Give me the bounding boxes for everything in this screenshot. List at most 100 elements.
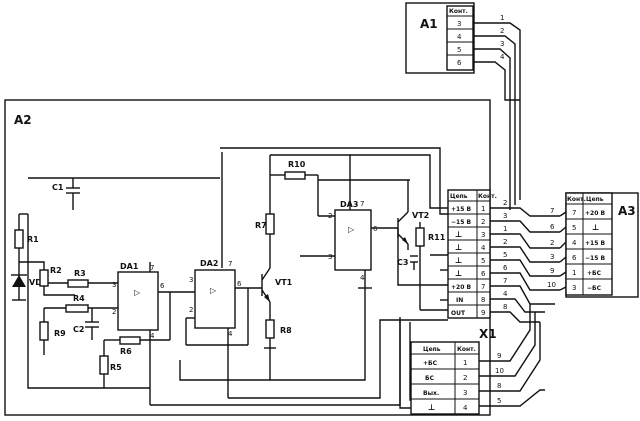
da3-pin-6: 6	[373, 225, 378, 233]
block-a1: A1 Конт. 3 4 5 6 1 2 3 4	[405, 2, 521, 210]
a3-row-5-chain: +БС	[587, 270, 602, 277]
a2-wire-label-5: 5	[503, 251, 507, 259]
vd1-label: VD1	[29, 278, 48, 287]
a3-row-5-contact: 1	[572, 269, 576, 277]
r4-label: R4	[73, 294, 85, 303]
a1-contact-6: 6	[457, 59, 462, 67]
block-a3-label: A3	[618, 204, 636, 218]
resistor-r9: R9	[39, 308, 66, 355]
capacitor-c2: C2	[73, 308, 99, 340]
a2-row-5-contact: 5	[481, 257, 485, 265]
resistor-r1: R1	[14, 213, 39, 262]
a2-wire-label-7: 7	[503, 277, 507, 285]
vt1-label: VT1	[275, 278, 293, 287]
opamp-da2: DA2 ▷ 3 2 6 7 4	[185, 259, 262, 398]
wire-x1-5	[479, 389, 545, 407]
a2-row-8-chain: IN	[456, 297, 463, 304]
a2-row-2: −15 В 2	[448, 218, 490, 228]
a2-table-frame	[447, 189, 491, 319]
da2-pin-6: 6	[237, 280, 242, 288]
a3-wire-label-5: 9	[550, 267, 554, 275]
x1-row-3-contact: 3	[463, 389, 467, 397]
a2-wire-label-4: 2	[503, 238, 507, 246]
a3-row-1-contact: 7	[572, 209, 576, 217]
a1-contact-3: 3	[457, 20, 461, 28]
x1-header-contact: Конт.	[457, 346, 476, 353]
resistor-r4: R4	[44, 294, 118, 313]
a2-row-7-contact: 7	[481, 283, 485, 291]
a2-table-header-chain: Цепь	[450, 193, 468, 200]
c1-label: C1	[52, 183, 64, 192]
a1-wire-label-4: 4	[500, 53, 505, 61]
da2-pin-2: 2	[189, 306, 193, 314]
wire-a1-3	[473, 48, 511, 210]
transistor-vt1: VT1	[261, 262, 293, 320]
a2-row-1-contact: 1	[481, 205, 485, 213]
wire-a2-2	[490, 207, 560, 217]
a2-wire-label-3: 1	[503, 225, 507, 233]
a3-wire-label-1: 7	[550, 207, 554, 215]
a2-row-2-contact: 2	[481, 218, 485, 226]
block-a1-label: A1	[420, 17, 438, 31]
da1-pin-2: 2	[112, 308, 116, 316]
resistor-r3: R3	[48, 269, 118, 288]
wire-x1-9	[479, 304, 531, 362]
a2-row-5: ⊥ 5	[448, 256, 490, 267]
a3-wire-label-6: 10	[547, 281, 556, 289]
da3-pin-3: 3	[328, 253, 332, 261]
a2-row-6-chain: ⊥	[455, 269, 462, 278]
r8-label: R8	[280, 326, 292, 335]
a3-wire-label-3: 2	[550, 239, 554, 247]
a3-row-3-contact: 4	[572, 239, 577, 247]
wire-a2-8	[490, 311, 540, 323]
a1-contact-4: 4	[457, 33, 462, 41]
a2-row-4-chain: ⊥	[455, 243, 462, 252]
da1-pin-7: 7	[150, 264, 154, 272]
x1-row-4-contact: 4	[463, 404, 468, 412]
a2-row-8: IN 8	[448, 296, 490, 306]
block-x1: X1 Цепь Конт. +БС 1 БС 2 Вых. 3 ⊥ 4 9 10…	[399, 304, 545, 415]
a2-row-2-chain: −15 В	[451, 219, 471, 226]
block-a2-label: A2	[14, 113, 32, 127]
resistor-r8: R8	[264, 319, 292, 349]
x1-wire-label-2: 10	[495, 367, 504, 375]
a3-row-3-chain: +15 В	[585, 240, 605, 247]
wire-x1-10	[479, 312, 536, 377]
a2-row-9: OUT 9	[451, 309, 485, 317]
x1-wire-label-4: 5	[497, 397, 501, 405]
a2-wire-label-6: 6	[503, 264, 508, 272]
a2-row-7-chain: +20 В	[451, 284, 471, 291]
a3-wire-label-2: 6	[550, 223, 555, 231]
a1-table-header: Конт.	[449, 8, 468, 15]
a3-row-6-contact: 3	[572, 284, 576, 292]
rail-top-1	[220, 147, 448, 215]
da3-symbol: ▷	[348, 225, 355, 234]
capacitor-c3: C3	[397, 255, 418, 270]
a3-header-chain: Цепь	[586, 196, 604, 203]
da2-symbol: ▷	[210, 286, 217, 295]
wire-a2-6	[490, 272, 560, 291]
x1-header-chain: Цепь	[423, 346, 441, 353]
a1-table	[446, 5, 474, 71]
da2-pin-4: 4	[228, 330, 233, 338]
block-x1-label: X1	[479, 327, 497, 341]
a3-row-4-chain: −15 В	[585, 255, 605, 262]
r9-label: R9	[54, 329, 66, 338]
da3-pin-4: 4	[360, 274, 365, 282]
resistor-r5: R5	[99, 340, 122, 388]
wire-a1-1	[473, 22, 521, 200]
wire-a1-2	[473, 35, 516, 205]
wire-a2-1	[490, 233, 560, 249]
r2-label: R2	[50, 266, 62, 275]
resistor-r2: R2	[39, 266, 62, 287]
c2-label: C2	[73, 325, 84, 334]
da2-pin-7: 7	[228, 260, 232, 268]
a3-header-contact: Конт.	[567, 196, 586, 203]
r7-label: R7	[255, 221, 267, 230]
a2-wire-label-9: 8	[503, 303, 507, 311]
x1-row-1-chain: +БС	[423, 360, 438, 367]
resistor-r10: R10	[270, 160, 319, 216]
da1-label: DA1	[120, 262, 139, 271]
r1-label: R1	[27, 235, 39, 244]
